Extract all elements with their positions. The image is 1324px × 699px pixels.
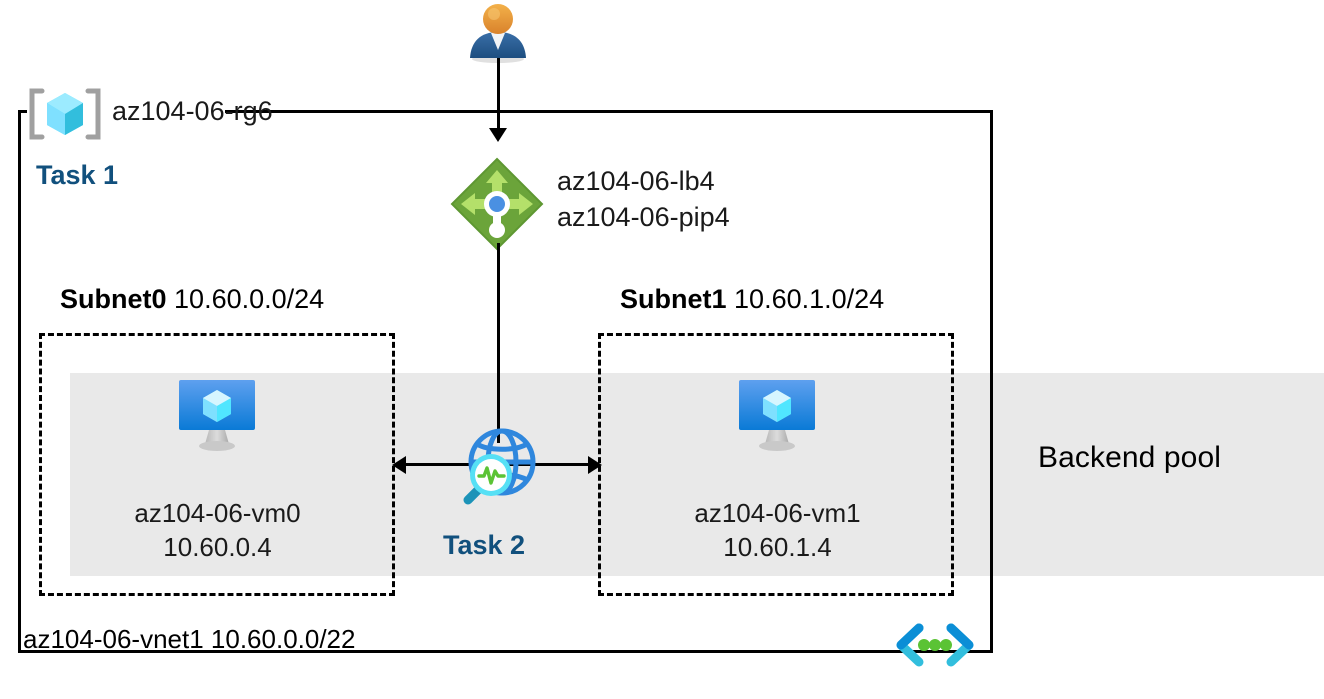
network-watcher-icon [463, 428, 536, 505]
subnet0-title: Subnet0 10.60.0.0/24 [60, 284, 324, 315]
virtual-machine-icon [739, 380, 815, 451]
vm0-name: az104-06-vm0 [134, 498, 301, 528]
subnet0-name: Subnet0 [60, 284, 167, 314]
vm1-ip: 10.60.1.4 [723, 531, 832, 562]
task-2-label: Task 2 [443, 530, 526, 560]
vnet-label: az104-06-vnet1 10.60.0.0/22 [23, 624, 356, 654]
arrowhead-down-icon [489, 128, 507, 142]
virtual-network-icon [896, 623, 974, 667]
resource-group-name: az104-06-rg6 [112, 96, 273, 126]
resource-group-icon [29, 88, 101, 140]
connector-loadbalancer-to-vms [497, 243, 500, 443]
vm0-label: az104-06-vm0 10.60.0.4 [110, 497, 325, 565]
backend-pool-band [70, 373, 1324, 576]
user-icon [470, 4, 526, 63]
virtual-machine-icon [179, 380, 255, 451]
vm1-label: az104-06-vm1 10.60.1.4 [670, 497, 885, 565]
subnet1-cidr: 10.60.1.0/24 [734, 284, 885, 314]
resource-group-boundary [18, 110, 993, 653]
load-balancer-name: az104-06-lb4 [557, 166, 715, 196]
subnet1-name: Subnet1 [620, 284, 727, 314]
arrowhead-right-icon [588, 456, 602, 474]
load-balancer-icon [450, 157, 544, 251]
subnet0-cidr: 10.60.0.0/24 [174, 284, 325, 314]
task-1-label: Task 1 [36, 160, 119, 190]
vm0-ip: 10.60.0.4 [163, 531, 272, 562]
backend-pool-label: Backend pool [1038, 441, 1222, 474]
load-balancer-names: az104-06-lb4 az104-06-pip4 [557, 163, 730, 236]
vm1-name: az104-06-vm1 [694, 498, 861, 528]
subnet1-title: Subnet1 10.60.1.0/24 [620, 284, 884, 315]
arrowhead-left-icon [392, 456, 406, 474]
public-ip-name: az104-06-pip4 [557, 202, 730, 233]
connector-user-to-loadbalancer [497, 58, 500, 131]
